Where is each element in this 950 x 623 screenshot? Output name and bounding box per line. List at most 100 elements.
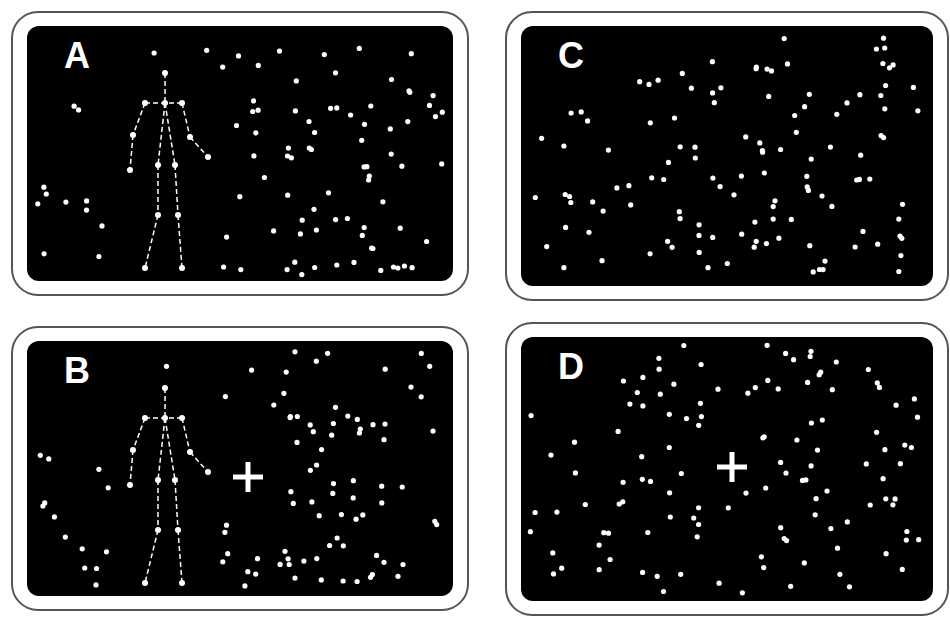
- walker-joint: [142, 100, 148, 106]
- noise-dot: [705, 265, 710, 270]
- noise-dot: [621, 480, 626, 485]
- panel-frame: [12, 12, 468, 295]
- noise-dot: [680, 71, 685, 76]
- noise-dot: [699, 414, 704, 419]
- noise-dot: [599, 258, 604, 263]
- noise-dot: [341, 578, 346, 583]
- noise-dot: [896, 269, 901, 274]
- noise-dot: [696, 505, 701, 510]
- noise-dot: [271, 402, 276, 407]
- noise-dot: [635, 390, 640, 395]
- noise-dot: [312, 130, 317, 135]
- noise-dot: [419, 394, 424, 399]
- noise-dot: [828, 145, 833, 150]
- noise-dot: [696, 423, 701, 428]
- noise-dot: [857, 177, 862, 182]
- noise-dot: [601, 209, 606, 214]
- walker-limb: [190, 137, 208, 157]
- noise-dot: [778, 147, 783, 152]
- walker-limb: [175, 480, 178, 530]
- noise-dot: [221, 264, 226, 269]
- noise-dot: [764, 241, 769, 246]
- noise-dot: [278, 562, 283, 567]
- walker-joint: [142, 580, 148, 586]
- noise-dot: [220, 559, 225, 564]
- noise-dot: [668, 514, 673, 519]
- noise-dot: [726, 505, 731, 510]
- noise-dot: [583, 502, 588, 507]
- panel-frame: [506, 12, 948, 300]
- noise-dot: [670, 245, 675, 250]
- noise-dot: [743, 134, 748, 139]
- scrambled-dot: [380, 199, 385, 204]
- noise-dot: [640, 403, 645, 408]
- scrambled-dot: [286, 146, 291, 151]
- noise-dot: [880, 61, 885, 66]
- noise-dot: [898, 461, 903, 466]
- noise-dot: [874, 430, 879, 435]
- noise-dot: [63, 200, 68, 205]
- scrambled-dot: [355, 579, 360, 584]
- noise-dot: [368, 575, 373, 580]
- noise-dot: [94, 566, 99, 571]
- noise-dot: [785, 61, 790, 66]
- noise-dot: [837, 572, 842, 577]
- noise-dot: [80, 546, 85, 551]
- noise-dot: [38, 453, 43, 458]
- noise-dot: [866, 367, 871, 372]
- noise-dot: [389, 77, 394, 82]
- noise-dot: [597, 543, 602, 548]
- noise-dot: [718, 184, 723, 189]
- noise-dot: [606, 148, 611, 153]
- noise-dot: [763, 485, 768, 490]
- noise-dot: [357, 430, 362, 435]
- scrambled-dot: [364, 164, 369, 169]
- noise-dot: [752, 220, 757, 225]
- noise-dot: [357, 46, 362, 51]
- noise-dot: [399, 164, 404, 169]
- noise-dot: [792, 113, 797, 118]
- noise-dot: [761, 565, 766, 570]
- scrambled-dot: [345, 414, 350, 419]
- noise-dot: [678, 144, 683, 149]
- scrambled-dot: [308, 468, 313, 473]
- walker-joint: [179, 100, 185, 106]
- noise-dot: [281, 391, 286, 396]
- noise-dot: [529, 413, 534, 418]
- scrambled-dot: [351, 478, 356, 483]
- noise-dot: [868, 502, 873, 507]
- noise-dot: [585, 118, 590, 123]
- noise-dot: [710, 59, 715, 64]
- noise-dot: [684, 416, 689, 421]
- scrambled-dot: [341, 543, 346, 548]
- noise-dot: [710, 90, 715, 95]
- scrambled-dot: [398, 226, 403, 231]
- walker-joint: [155, 477, 161, 483]
- noise-dot: [679, 471, 684, 476]
- walker-limb: [157, 165, 159, 215]
- scrambled-dot: [314, 462, 319, 467]
- walker-limb: [182, 418, 190, 452]
- noise-dot: [678, 572, 683, 577]
- noise-dot: [902, 443, 907, 448]
- scrambled-dot: [359, 138, 364, 143]
- scrambled-dot: [331, 481, 336, 486]
- scrambled-dot: [287, 562, 292, 567]
- noise-dot: [253, 572, 258, 577]
- noise-dot: [915, 415, 920, 420]
- noise-dot: [794, 437, 799, 442]
- noise-dot: [563, 225, 568, 230]
- noise-dot: [860, 229, 865, 234]
- scrambled-dot: [330, 491, 335, 496]
- noise-dot: [829, 204, 834, 209]
- noise-dot: [561, 143, 566, 148]
- noise-dot: [874, 46, 879, 51]
- noise-dot: [762, 434, 767, 439]
- noise-dot: [718, 85, 723, 90]
- noise-dot: [251, 153, 256, 158]
- noise-dot: [225, 551, 230, 556]
- noise-dot: [616, 429, 621, 434]
- noise-dot: [904, 529, 909, 534]
- noise-dot: [911, 85, 916, 90]
- noise-dot: [554, 509, 559, 514]
